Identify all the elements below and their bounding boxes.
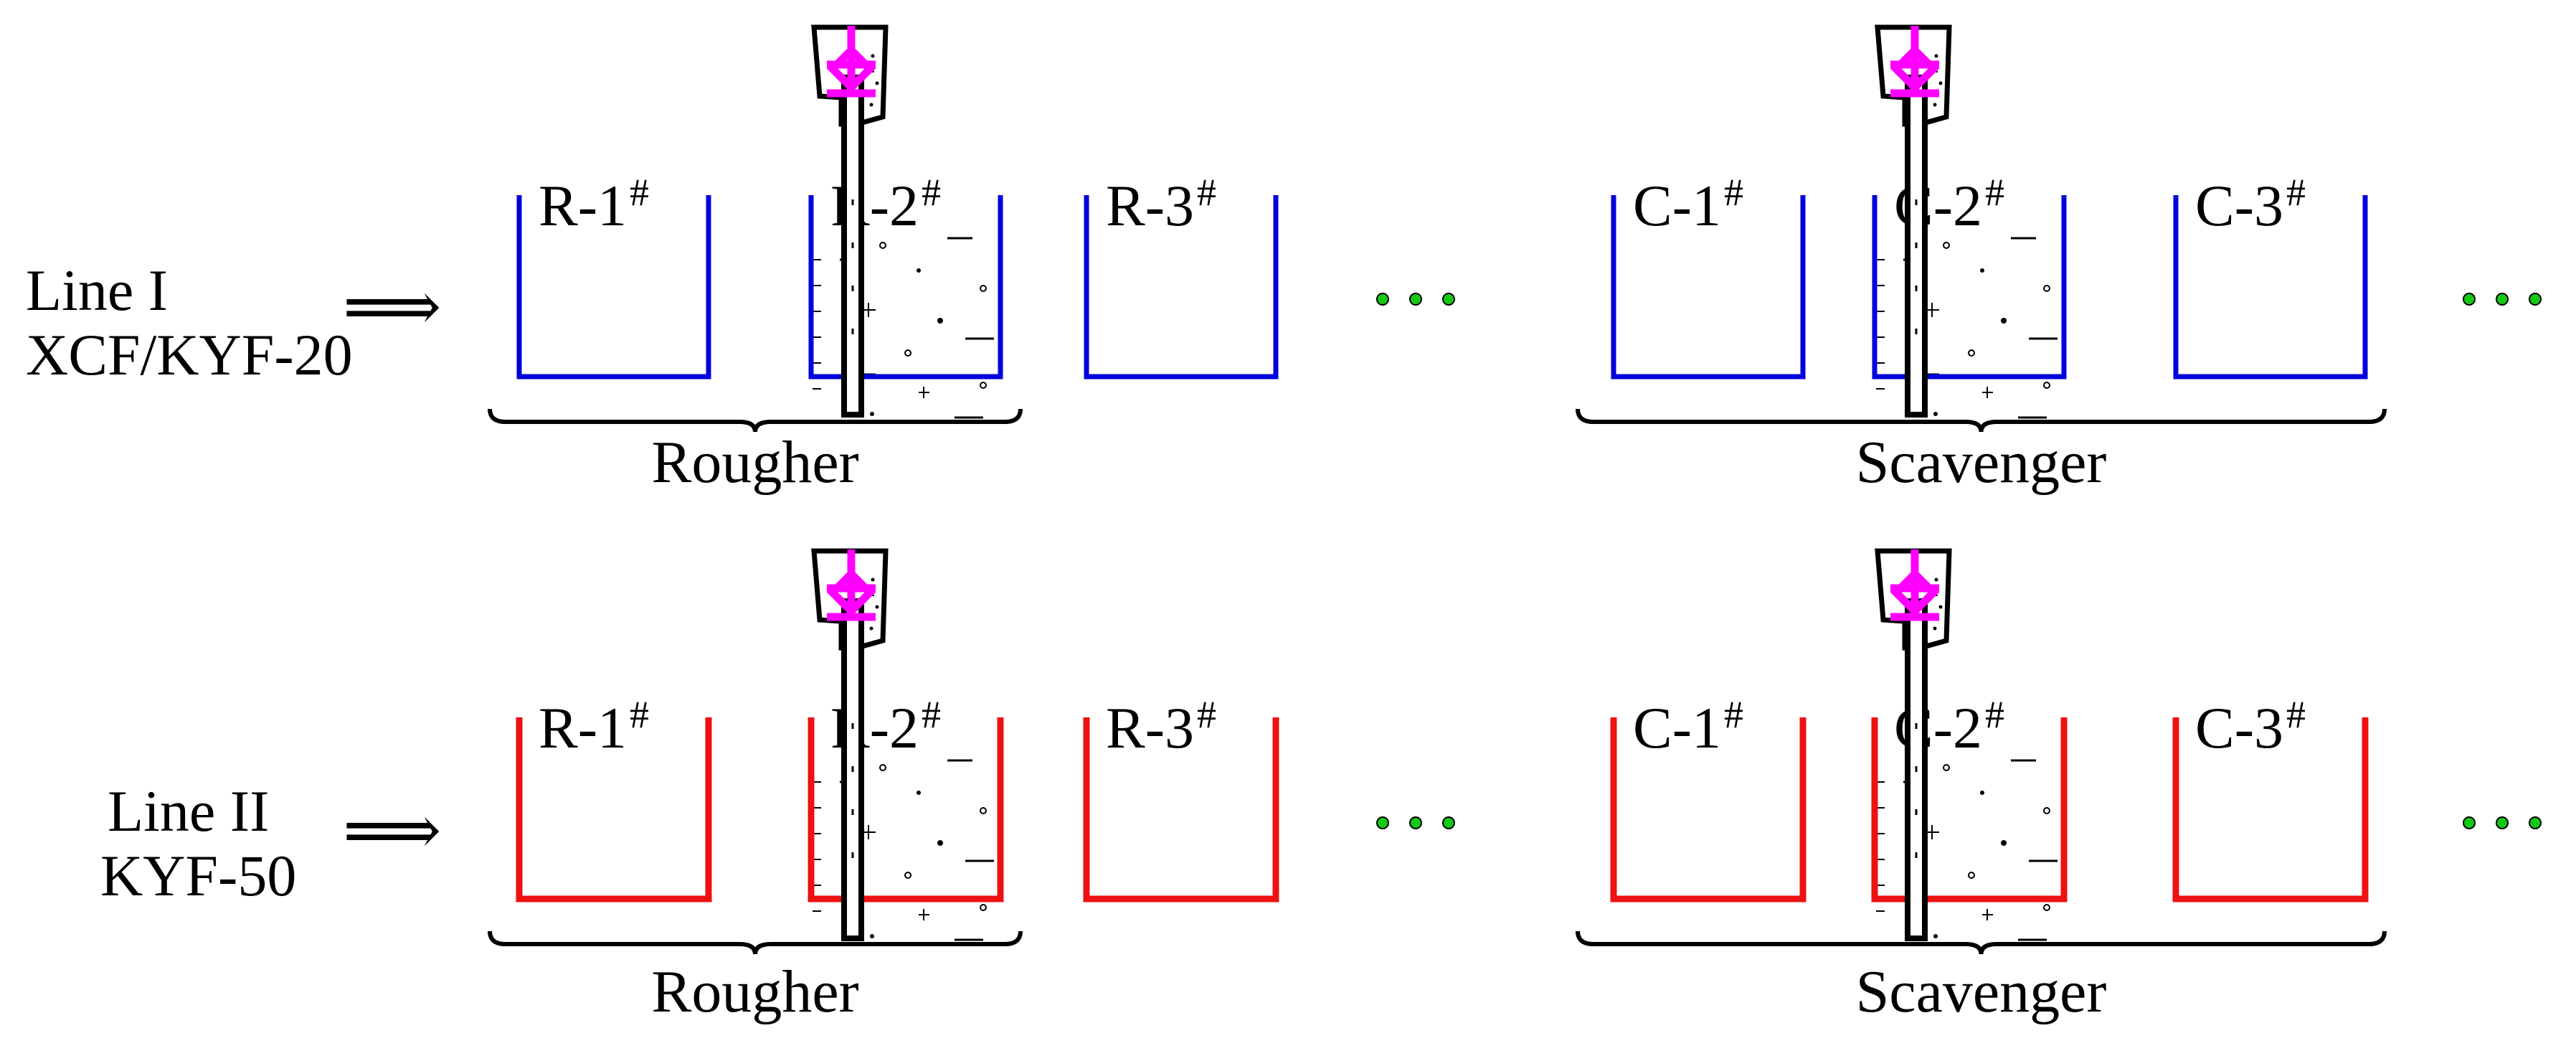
cell-tank [808, 195, 1003, 380]
cell-label: R-3# [1106, 693, 1216, 760]
machine-label: KYF-50 [100, 843, 296, 908]
scavenger-brace [1576, 930, 2387, 955]
rougher-brace [488, 930, 1023, 955]
rougher-section: R-1#R-2#R-3#Rougher [488, 26, 1279, 496]
rougher-label: Rougher [651, 429, 858, 496]
scavenger-brace [1576, 408, 2387, 433]
continuation-dots-icon [1376, 816, 1455, 829]
flotation-cell: C-3# [2173, 171, 2368, 380]
cell-tank [1083, 717, 1279, 902]
cell-label-base: C-3 [2195, 173, 2283, 238]
flotation-cell: C-2# [1871, 550, 2068, 940]
flotation-cell: R-3# [1084, 171, 1279, 380]
feed-arrow-icon: ⟹ [343, 268, 442, 345]
cell-label-base: R-1 [539, 173, 627, 238]
cell-tank [2173, 195, 2368, 380]
flotation-cell: R-1# [516, 171, 711, 380]
cell-label: R-3# [1106, 171, 1216, 238]
flotation-cell: C-3# [2172, 693, 2369, 902]
cell-label-superscript: # [1724, 693, 1743, 736]
cell-tank [1611, 195, 1806, 380]
cell-label-superscript: # [1197, 693, 1216, 736]
cell-label-superscript: # [630, 171, 649, 214]
cell-label-superscript: # [1985, 693, 2004, 736]
scavenger-label: Scavenger [1856, 429, 2107, 496]
cell-label-superscript: # [1197, 171, 1216, 214]
cell-label-superscript: # [2286, 171, 2306, 214]
cell-label-base: R-1 [539, 695, 627, 760]
cell-label-superscript: # [630, 693, 649, 736]
cell-label-base: C-3 [2195, 695, 2283, 760]
cell-tank [808, 717, 1004, 902]
cell-label: C-3# [2195, 171, 2306, 238]
cell-tank [1610, 717, 1806, 902]
cell-label-base: R-3 [1106, 695, 1194, 760]
scavenger-label: Scavenger [1856, 958, 2107, 1025]
cell-label-superscript: # [1724, 171, 1743, 214]
flotation-line-2: Line IIKYF-50⟹R-1#R-2#R-3#RougherC-1#C-2… [100, 550, 2542, 1025]
flotation-line-1: Line IXCF/KYF-20⟹R-1#R-2#R-3#RougherC-1#… [26, 26, 2542, 496]
flotation-cell: C-2# [1872, 26, 2067, 419]
flotation-cell: R-1# [516, 693, 712, 902]
cell-tank [516, 717, 712, 902]
flotation-cell: R-2# [808, 550, 1004, 940]
cell-label: C-1# [1633, 693, 1743, 760]
rougher-label: Rougher [651, 958, 858, 1025]
flotation-cell: C-1# [1610, 693, 1806, 902]
cell-tank [516, 195, 711, 380]
continuation-dots-icon [2463, 816, 2542, 829]
continuation-dots-icon [2463, 293, 2542, 306]
cell-label-superscript: # [2286, 693, 2306, 736]
flotation-cell: C-1# [1611, 171, 1806, 380]
cell-label-base: C-1 [1633, 173, 1721, 238]
cell-label-base: C-1 [1633, 695, 1721, 760]
cell-tank [1872, 195, 2067, 380]
rougher-section: R-1#R-2#R-3#Rougher [488, 550, 1279, 1025]
flotation-cell: R-3# [1083, 693, 1279, 902]
cell-label: C-3# [2195, 693, 2306, 760]
machine-label: XCF/KYF-20 [26, 322, 353, 387]
cell-tank [2172, 717, 2369, 902]
cell-label-base: R-3 [1106, 173, 1194, 238]
rougher-brace [488, 408, 1023, 433]
cell-label-superscript: # [922, 693, 941, 736]
cell-label: C-2# [1894, 693, 2004, 760]
cell-tank [1871, 717, 2068, 902]
continuation-dots-icon [1376, 293, 1455, 306]
cell-label-superscript: # [922, 171, 941, 214]
scavenger-section: C-1#C-2#C-3#Scavenger [1576, 26, 2387, 496]
cell-label: R-1# [539, 171, 649, 238]
cell-label: C-1# [1633, 171, 1743, 238]
cell-label: R-1# [539, 693, 649, 760]
diagram-root: Line IXCF/KYF-20⟹R-1#R-2#R-3#RougherC-1#… [26, 26, 2542, 1025]
line-name: Line II [108, 778, 269, 844]
flotation-cell: R-2# [808, 26, 1003, 419]
cell-label-superscript: # [1985, 171, 2004, 214]
scavenger-section: C-1#C-2#C-3#Scavenger [1576, 550, 2387, 1025]
line-name: Line I [26, 258, 168, 323]
feed-arrow-icon: ⟹ [343, 792, 442, 869]
cell-tank [1084, 195, 1279, 380]
